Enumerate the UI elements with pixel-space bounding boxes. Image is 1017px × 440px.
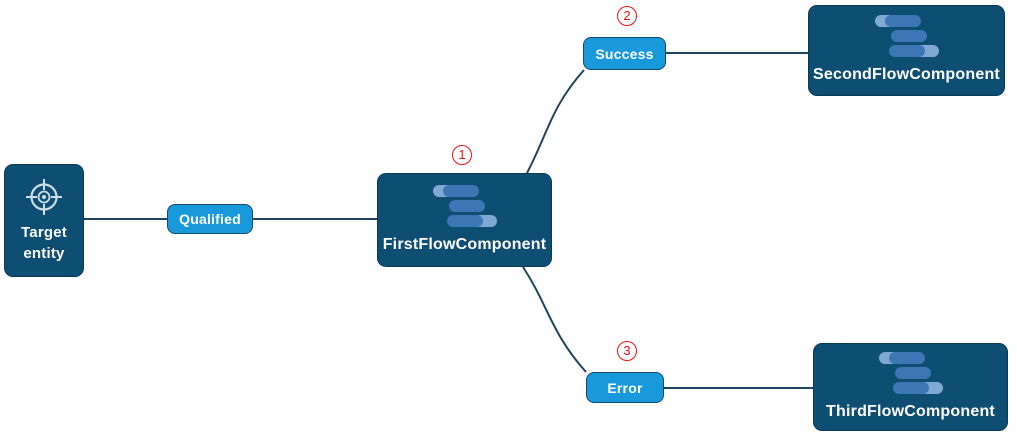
flow-bars-icon xyxy=(878,351,943,394)
step-badge-3-number: 3 xyxy=(623,343,631,358)
edge-label-success-text: Success xyxy=(595,45,654,62)
node-label-target-entity: Target entity xyxy=(21,224,67,262)
edge-label-qualified[interactable]: Qualified xyxy=(167,204,253,234)
edge-label-error[interactable]: Error xyxy=(586,372,664,403)
node-label-second-flow-component: SecondFlowComponent xyxy=(813,66,1000,84)
crosshair-target-icon xyxy=(26,179,62,216)
step-badge-3: 3 xyxy=(617,341,637,361)
flow-bars-icon xyxy=(874,15,939,58)
node-first-flow-component[interactable]: FirstFlowComponent xyxy=(377,173,552,267)
step-badge-2-number: 2 xyxy=(623,8,631,23)
node-second-flow-component[interactable]: SecondFlowComponent xyxy=(808,5,1005,96)
node-label-first-flow-component: FirstFlowComponent xyxy=(382,235,547,253)
edge-first-to-success-curve xyxy=(526,69,585,174)
step-badge-1: 1 xyxy=(452,145,472,165)
flow-bars-icon xyxy=(432,184,497,227)
node-label-third-flow-component: ThirdFlowComponent xyxy=(826,402,995,420)
edge-label-qualified-text: Qualified xyxy=(179,211,241,227)
edge-label-success[interactable]: Success xyxy=(583,37,666,70)
node-third-flow-component[interactable]: ThirdFlowComponent xyxy=(813,343,1008,431)
edge-first-to-error-curve xyxy=(522,266,587,373)
edge-label-error-text: Error xyxy=(607,379,643,396)
node-target-entity[interactable]: Target entity xyxy=(4,164,84,277)
step-badge-2: 2 xyxy=(617,6,637,26)
step-badge-1-number: 1 xyxy=(458,147,466,162)
